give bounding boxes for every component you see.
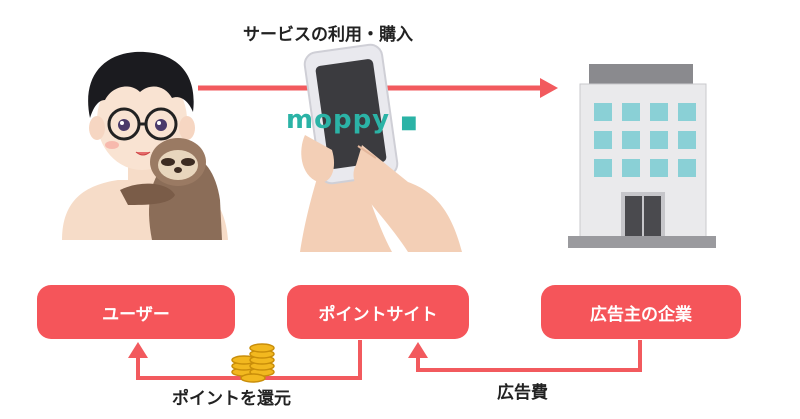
phone-illustration <box>300 43 462 252</box>
user-illustration <box>62 51 228 240</box>
user-box: ユーザー <box>37 285 235 339</box>
moppy-logo-text: moppy <box>286 105 391 135</box>
fee-flow-arrow <box>408 340 642 372</box>
user-box-label: ユーザー <box>102 304 170 325</box>
moppy-logo: moppy ■ <box>286 105 418 135</box>
point-site-box-label: ポイントサイト <box>318 304 438 325</box>
moppy-mascot-icon: ■ <box>400 112 419 133</box>
ad-fee-label: 広告費 <box>497 383 548 403</box>
point-reward-label: ポイントを還元 <box>172 389 291 409</box>
advertiser-box: 広告主の企業 <box>541 285 741 339</box>
company-building-illustration <box>568 64 716 248</box>
coin-stack-icon <box>231 343 275 383</box>
service-usage-label: サービスの利用・購入 <box>243 25 413 45</box>
point-site-box: ポイントサイト <box>287 285 469 339</box>
advertiser-box-label: 広告主の企業 <box>590 304 692 325</box>
